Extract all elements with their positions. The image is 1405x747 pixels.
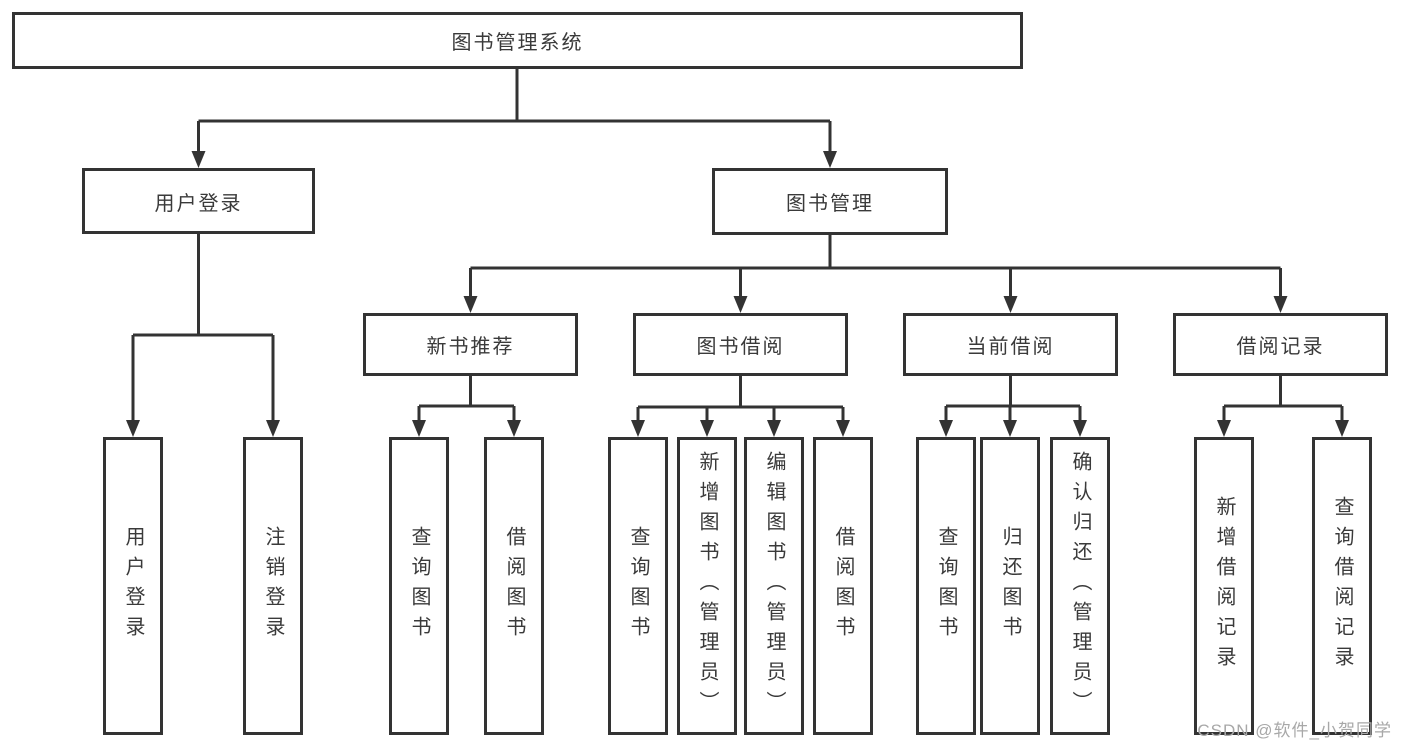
connector-current-children (944, 376, 1082, 422)
arrowhead-icon (507, 420, 521, 437)
arrowhead-icon (700, 420, 714, 437)
arrowhead-icon (1217, 420, 1231, 437)
leaf-borrow-lend: 借阅图书 (813, 437, 873, 735)
leaf-label: 注销登录 (262, 526, 284, 646)
arrowhead-icon (1003, 296, 1018, 313)
arrowhead-icon (463, 296, 478, 313)
node-label: 借阅记录 (1236, 336, 1325, 358)
node-user-login: 用户登录 (82, 168, 315, 234)
arrowhead-icon (823, 151, 837, 168)
leaf-label: 用户登录 (122, 526, 144, 646)
arrowhead-icon (266, 420, 280, 437)
node-borrow-records: 借阅记录 (1173, 313, 1388, 376)
leaf-borrow-add-admin: 新增图书（管理员） (677, 437, 737, 735)
leaf-label: 新增图书（管理员） (696, 451, 718, 721)
connector-userlogin-children (131, 234, 275, 422)
arrowhead-icon (767, 420, 781, 437)
arrowheads (126, 151, 1349, 437)
connector-newbook-children (417, 376, 516, 422)
leaf-current-confirm-admin: 确认归还（管理员） (1050, 437, 1110, 735)
arrowhead-icon (733, 296, 748, 313)
node-new-book-recommend: 新书推荐 (363, 313, 578, 376)
connector-bookmgmt-to-level3 (469, 235, 1282, 297)
leaf-user-login: 用户登录 (103, 437, 163, 735)
arrowhead-icon (126, 420, 140, 437)
node-root-label: 图书管理系统 (451, 32, 584, 54)
arrowhead-icon (939, 420, 953, 437)
node-label: 新书推荐 (426, 336, 515, 358)
node-label: 用户登录 (154, 192, 243, 215)
leaf-label: 借阅图书 (832, 526, 854, 646)
arrowhead-icon (412, 420, 426, 437)
node-root: 图书管理系统 (12, 12, 1023, 69)
node-label: 当前借阅 (966, 336, 1055, 358)
leaf-newbook-query: 查询图书 (389, 437, 449, 735)
leaf-label: 查询图书 (408, 526, 430, 646)
node-book-borrow: 图书借阅 (633, 313, 848, 376)
arrowhead-icon (1273, 296, 1288, 313)
node-book-management: 图书管理 (712, 168, 948, 235)
leaf-label: 查询图书 (627, 526, 649, 646)
node-label: 图书借阅 (696, 336, 785, 358)
arrowhead-icon (191, 151, 206, 168)
connector-record-children (1222, 376, 1344, 422)
leaf-record-add: 新增借阅记录 (1194, 437, 1254, 735)
connector-root-to-level2 (197, 68, 832, 152)
leaf-borrow-query: 查询图书 (608, 437, 668, 735)
leaf-current-query: 查询图书 (916, 437, 976, 735)
leaf-user-logout: 注销登录 (243, 437, 303, 735)
leaf-label: 归还图书 (999, 526, 1021, 646)
arrowhead-icon (1073, 420, 1087, 437)
node-current-borrow: 当前借阅 (903, 313, 1118, 376)
arrowhead-icon (631, 420, 645, 437)
leaf-label: 查询图书 (935, 526, 957, 646)
arrowhead-icon (1335, 420, 1349, 437)
leaf-label: 新增借阅记录 (1213, 496, 1235, 676)
arrowhead-icon (1003, 420, 1017, 437)
arrowhead-icon (836, 420, 850, 437)
leaf-current-return: 归还图书 (980, 437, 1040, 735)
leaf-label: 编辑图书（管理员） (763, 451, 785, 721)
leaf-newbook-borrow: 借阅图书 (484, 437, 544, 735)
leaf-label: 查询借阅记录 (1331, 496, 1353, 676)
csdn-watermark: CSDN @软件_小贺同学 (1197, 721, 1392, 740)
connector-borrow-children (636, 376, 845, 422)
leaf-borrow-edit-admin: 编辑图书（管理员） (744, 437, 804, 735)
node-label: 图书管理 (786, 193, 874, 215)
leaf-record-query: 查询借阅记录 (1312, 437, 1372, 735)
leaf-label: 确认归还（管理员） (1069, 451, 1091, 721)
leaf-label: 借阅图书 (503, 526, 525, 646)
